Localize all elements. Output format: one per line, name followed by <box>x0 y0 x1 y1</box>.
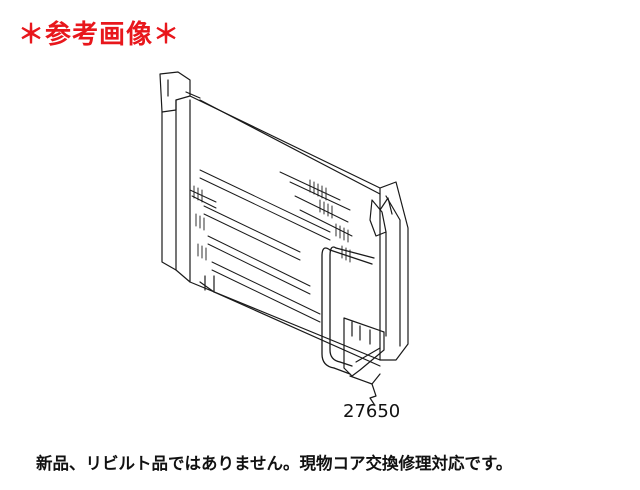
core-fins <box>189 169 353 323</box>
refrigerant-pipe <box>321 246 375 375</box>
footer-note: 新品、リビルト品ではありません。現物コア交換修理対応です。 <box>36 454 513 473</box>
part-number-label: 27650 <box>343 401 401 422</box>
right-tank <box>369 181 409 361</box>
mounting-bracket <box>343 317 385 385</box>
reference-image-label: ＊参考画像＊ <box>18 20 181 50</box>
part-leader-line <box>369 383 377 405</box>
condenser-core <box>189 95 381 367</box>
fin-hatching <box>189 179 351 263</box>
